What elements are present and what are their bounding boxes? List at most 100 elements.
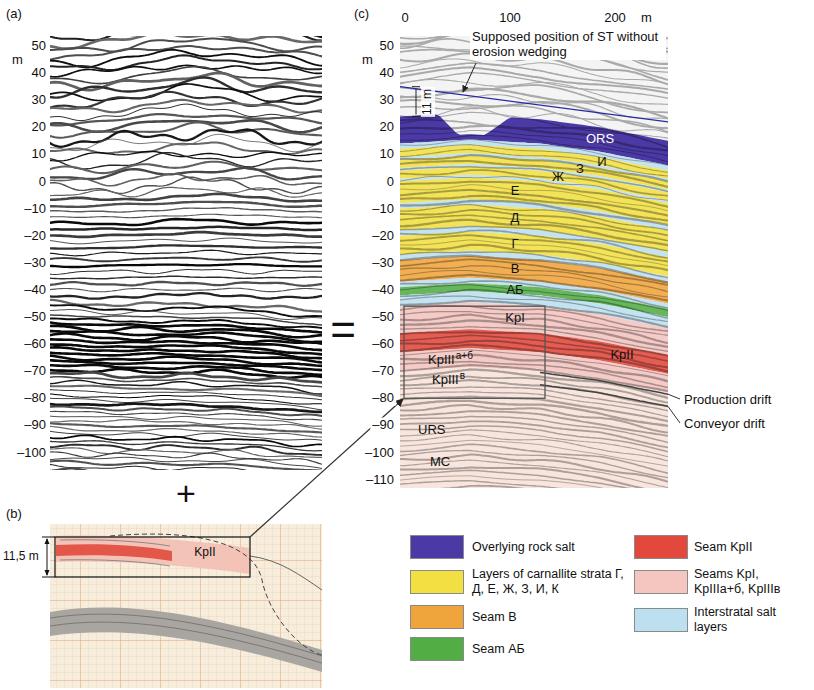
leader-line	[463, 63, 476, 92]
axis-unit: m	[362, 53, 373, 68]
layer-label: Д	[511, 211, 520, 226]
seismic-reflector	[400, 266, 668, 292]
plan-grid	[50, 524, 322, 688]
depth-tick: –60	[370, 337, 396, 352]
seismic-reflector	[50, 214, 322, 218]
seismic-reflector	[400, 481, 668, 488]
seismic-reflector	[400, 177, 668, 201]
depth-tick: –110	[364, 472, 396, 487]
legend-swatch	[634, 535, 688, 559]
seismic-reflector	[400, 220, 668, 245]
depth-tick: –70	[370, 364, 396, 379]
legend-swatch	[410, 605, 464, 629]
seismic-reflector	[50, 84, 322, 102]
legend-text: Seam KpII	[694, 540, 808, 555]
seismic-reflector	[50, 300, 322, 312]
legend-text: Seam В	[472, 610, 628, 625]
seismic-reflector	[50, 208, 322, 212]
seam-index: в	[460, 370, 465, 382]
layer-label: Е	[511, 183, 520, 198]
depth-tick: 0	[39, 174, 46, 189]
dimension-label: 11 m	[421, 87, 435, 117]
contour-line	[110, 534, 322, 655]
seam-label: KpIII	[428, 353, 455, 368]
depth-tick: 10	[32, 147, 46, 162]
depth-tick: 20	[32, 120, 46, 135]
legend-swatch	[410, 570, 464, 594]
lower-seam	[50, 608, 322, 672]
depth-tick: –30	[370, 255, 396, 270]
axis-unit: m	[12, 53, 23, 68]
salt-top-line	[400, 87, 668, 122]
depth-tick: –20	[24, 228, 46, 243]
drift-label: Production drift	[684, 393, 771, 408]
panel-letter: (c)	[354, 7, 369, 22]
contour-line	[250, 556, 322, 590]
section-overlay	[540, 373, 680, 423]
seismic-reflector	[400, 226, 668, 250]
depth-tick: –10	[370, 201, 396, 216]
depth-tick: –70	[24, 364, 46, 379]
plan-grid	[50, 524, 322, 688]
depth-tick: 20	[378, 120, 396, 135]
depth-tick: 10	[378, 147, 396, 162]
distance-tick: 200	[604, 11, 626, 26]
distance-tick: 100	[499, 11, 521, 26]
legend-text: Interstratal salt layers	[694, 605, 808, 635]
seam-label: KpII	[610, 348, 633, 363]
conveyor-drift	[540, 385, 668, 407]
depth-tick: –100	[17, 445, 46, 460]
drift-label: Conveyor drift	[684, 417, 765, 432]
seismic-reflector	[50, 270, 322, 275]
layer-label: З	[576, 162, 584, 177]
leader-line	[668, 406, 680, 423]
depth-tick: 50	[32, 39, 46, 54]
plus-sign: +	[176, 474, 196, 513]
depth-tick: –90	[24, 418, 46, 433]
seismic-reflector	[50, 174, 322, 186]
seismic-reflector	[50, 227, 322, 230]
seismic-section	[50, 36, 322, 470]
seismic-reflector	[50, 232, 322, 237]
seam-hatch	[50, 614, 322, 663]
mine-plan	[42, 524, 322, 688]
depth-tick: –40	[370, 282, 396, 297]
layer-label: ORS	[586, 132, 614, 147]
legend-text: Overlying rock salt	[472, 540, 628, 555]
panel-letter: (a)	[6, 7, 22, 22]
seam-label: KpI	[505, 311, 525, 326]
seismic-reflector	[50, 264, 322, 267]
seismic-reflector	[50, 445, 322, 455]
seismic-reflector	[400, 167, 668, 192]
seam-label: KpIII	[432, 373, 459, 388]
legend-swatch	[410, 637, 464, 661]
dimension-arrow	[45, 538, 50, 576]
unit-label: MC	[430, 454, 450, 469]
seismic-reflector	[50, 39, 322, 52]
seismic-reflector	[50, 202, 322, 207]
dimension-line	[42, 537, 55, 577]
inset-frame	[404, 306, 545, 398]
depth-tick: –50	[24, 310, 46, 325]
equals-sign: =	[330, 305, 356, 356]
depth-tick: 30	[32, 93, 46, 108]
seismic-reflector	[50, 257, 322, 261]
dimension-label: 11,5 m	[3, 550, 39, 564]
seismic-reflector	[400, 149, 668, 176]
depth-tick: –30	[24, 255, 46, 270]
seismic-reflector	[50, 448, 322, 458]
seam-label: АБ	[506, 282, 523, 297]
seismic-reflector	[50, 250, 322, 256]
seam-label: KpII	[194, 546, 215, 560]
legend-text: Seam АБ	[472, 642, 628, 657]
dimension-line	[412, 87, 420, 117]
depth-tick: 50	[378, 39, 396, 54]
seam-index: а+б	[456, 350, 473, 362]
depth-tick: –60	[24, 337, 46, 352]
seam-hatch	[60, 540, 170, 566]
inset-frame	[55, 537, 250, 577]
legend-swatch	[634, 570, 688, 594]
production-drift	[540, 373, 668, 395]
plan-paper	[50, 524, 322, 688]
